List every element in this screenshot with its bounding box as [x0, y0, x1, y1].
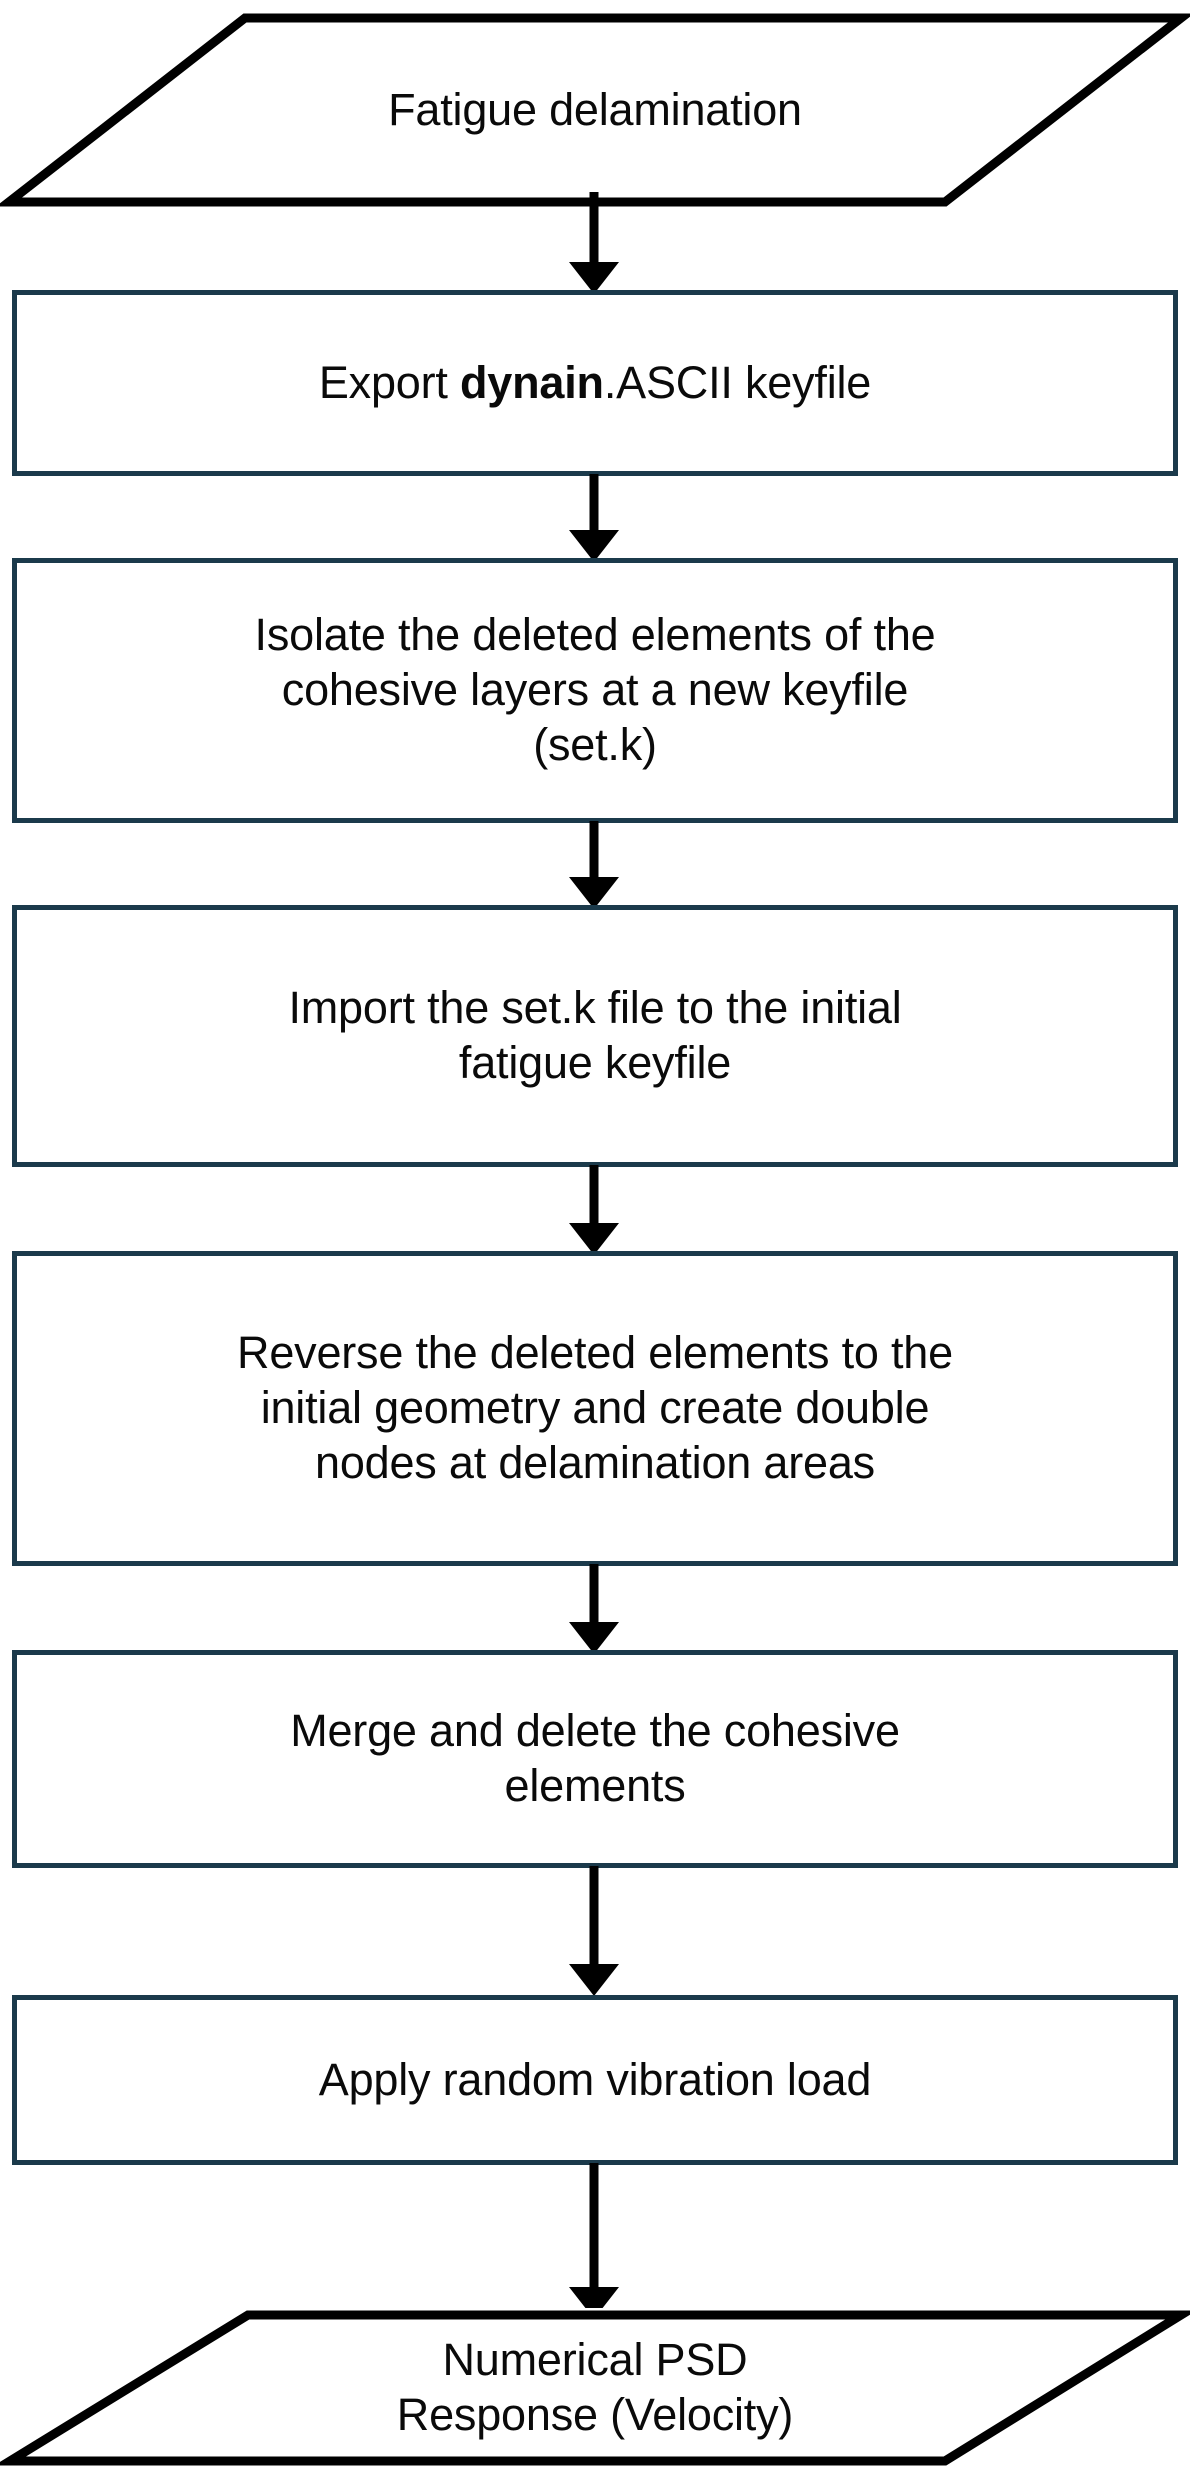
flow-node-label-suffix: .ASCII keyfile [603, 356, 872, 408]
down-arrow-icon [569, 821, 619, 909]
flow-connector-apply-load-to-end [0, 2163, 1190, 2323]
flow-node-line: nodes at delamination areas [315, 1436, 875, 1488]
down-arrow-icon [569, 1165, 619, 1255]
flow-node-line: fatigue keyfile [458, 1037, 732, 1088]
flow-node-line: elements [504, 1760, 686, 1811]
parallelogram-shape-start [0, 13, 1190, 207]
flow-node-line: cohesive layers at a new keyfile [281, 664, 909, 716]
parallelogram-shape-end [0, 2310, 1190, 2466]
flow-connector-reverse-to-merge [0, 1564, 1190, 1656]
flow-node-line: Isolate the deleted elements of the [254, 609, 936, 661]
down-arrow-icon [569, 1866, 619, 1996]
flow-node-line: Merge and delete the cohesive [290, 1705, 900, 1757]
flow-node-label: Isolate the deleted elements of the cohe… [17, 608, 1173, 773]
flow-node-label: Export dynain.ASCII keyfile [17, 356, 1173, 411]
flow-connector-import-to-reverse [0, 1165, 1190, 1257]
flow-node-line: (set.k) [533, 718, 657, 770]
down-arrow-icon [569, 192, 619, 294]
down-arrow-icon [569, 474, 619, 562]
flow-node-label: Apply random vibration load [318, 2053, 872, 2105]
flow-node-label-bold: dynain [460, 356, 604, 408]
flow-node-line: Import the set.k file to the initial [288, 982, 902, 1034]
flow-connector-isolate-to-import [0, 821, 1190, 911]
flow-node-label: Import the set.k file to the initial fat… [17, 981, 1173, 1091]
flow-node-start: Fatigue delamination [0, 10, 1190, 210]
flow-node-label: Merge and delete the cohesive elements [17, 1704, 1173, 1814]
flow-node-label: Reverse the deleted elements to the init… [17, 1326, 1173, 1491]
flow-node-label: Numerical PSD Response (Velocity) [0, 2333, 1190, 2443]
flow-connector-start-to-export [0, 192, 1190, 296]
flow-node-export: Export dynain.ASCII keyfile [12, 290, 1178, 476]
flow-node-reverse: Reverse the deleted elements to the init… [12, 1251, 1178, 1566]
flow-node-isolate: Isolate the deleted elements of the cohe… [12, 558, 1178, 823]
flow-node-line: initial geometry and create double [260, 1382, 930, 1434]
flow-connector-export-to-isolate [0, 474, 1190, 564]
down-arrow-icon [569, 1564, 619, 1654]
flow-node-merge: Merge and delete the cohesive elements [12, 1650, 1178, 1868]
flow-node-import: Import the set.k file to the initial fat… [12, 905, 1178, 1167]
down-arrow-icon [569, 2163, 619, 2319]
flow-connector-merge-to-apply-load [0, 1866, 1190, 1998]
flow-node-line: Numerical PSD [442, 2334, 748, 2386]
flow-node-line: Response (Velocity) [396, 2389, 794, 2440]
flow-node-end: Numerical PSD Response (Velocity) [0, 2308, 1190, 2468]
flow-node-label: Fatigue delamination [388, 83, 802, 135]
flow-node-apply-load: Apply random vibration load [12, 1995, 1178, 2165]
flow-node-line: Reverse the deleted elements to the [237, 1327, 953, 1379]
flow-node-label-prefix: Export [318, 356, 461, 408]
